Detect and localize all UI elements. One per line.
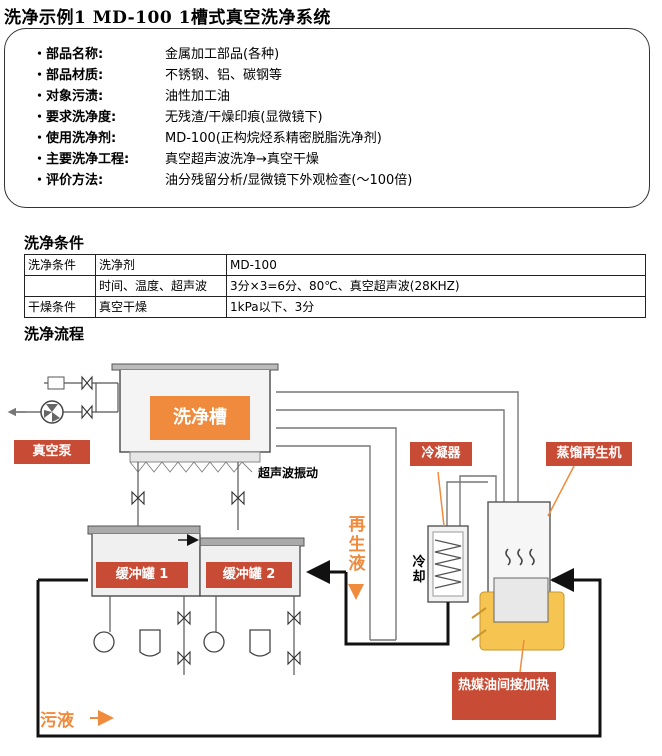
filter-icon [139, 629, 271, 657]
distiller-tag: 蒸馏再生机 [546, 442, 632, 466]
spec-label: ・评价方法: [33, 173, 104, 188]
spec-label: ・要求洗净度: [33, 110, 117, 125]
spec-value: 金属加工部品(各种) [165, 47, 280, 62]
page-title: 洗净示例1 MD-100 1槽式真空洗净系统 [4, 8, 331, 28]
buffer-tank-1-label: 缓冲罐 1 [115, 567, 169, 582]
table-cell: 1kPa以下、3分 [226, 296, 646, 318]
table-cell: MD-100 [226, 254, 646, 276]
valve-icon [81, 375, 93, 420]
spec-value: 无残渣/干燥印痕(显微镜下) [165, 110, 323, 125]
ultrasonic-label: 超声波振动 [258, 466, 319, 480]
valve-icon [177, 610, 301, 666]
waste-liquid-label: 污液 [40, 711, 74, 731]
spec-box: ・部品名称: 金属加工部品(各种) ・部品材质: 不锈钢、铝、碳钢等 ・对象污渍: 油… [4, 28, 650, 208]
buffer-pump-lines [109, 596, 295, 675]
spec-label: ・对象污渍: [33, 89, 104, 104]
table-cell: 真空干燥 [95, 296, 227, 318]
table-row: 洗净条件 洗净剂 MD-100 [24, 254, 646, 276]
valve-icon [131, 490, 245, 506]
distiller [471, 501, 565, 651]
spec-value: 不锈钢、铝、碳钢等 [165, 68, 283, 83]
table-row: 干燥条件 真空干燥 1kPa以下、3分 [24, 296, 646, 318]
spec-value: 真空超声波洗净→真空干燥 [165, 152, 319, 167]
conditions-table: 洗净条件 洗净剂 MD-100 时间、温度、超声波 3分×3=6分、80℃、真空… [24, 254, 646, 318]
spec-value: 油性加工油 [165, 89, 231, 104]
pump-icon [93, 631, 225, 653]
filter-icon [47, 376, 65, 390]
drain-line [137, 462, 239, 530]
spec-label: ・主要洗净工程: [33, 152, 130, 167]
regen-liquid-label: 再生液 [348, 515, 366, 575]
table-cell: 干燥条件 [24, 296, 96, 318]
condenser-tag: 冷凝器 [410, 442, 472, 466]
cleaning-tank [111, 363, 279, 473]
spec-value: 油分残留分析/显微镜下外观检查(〜100倍) [165, 173, 413, 188]
callout-line [437, 465, 575, 673]
spec-value: MD-100(正构烷烃系精密脱脂洗净剂) [165, 131, 382, 146]
cooling-label: 冷却 [412, 555, 426, 585]
spec-label: ・使用洗净剂: [33, 131, 117, 146]
buffer-tanks [87, 525, 305, 597]
pump-blade-icon [44, 404, 60, 422]
spec-label: ・部品名称: [33, 47, 104, 62]
spec-label: ・部品材质: [33, 68, 104, 83]
conditions-title: 洗净条件 [24, 234, 85, 252]
vapor-pipe [276, 391, 519, 641]
buffer-tank-2-label: 缓冲罐 2 [222, 567, 276, 582]
vacuum-pump-tag: 真空泵 [14, 440, 90, 464]
heating-tag: 热媒油间接加热 [452, 672, 556, 720]
condenser [427, 525, 469, 603]
cleaning-tank-label: 洗净槽 [173, 407, 227, 428]
flow-title: 洗净流程 [24, 325, 85, 343]
